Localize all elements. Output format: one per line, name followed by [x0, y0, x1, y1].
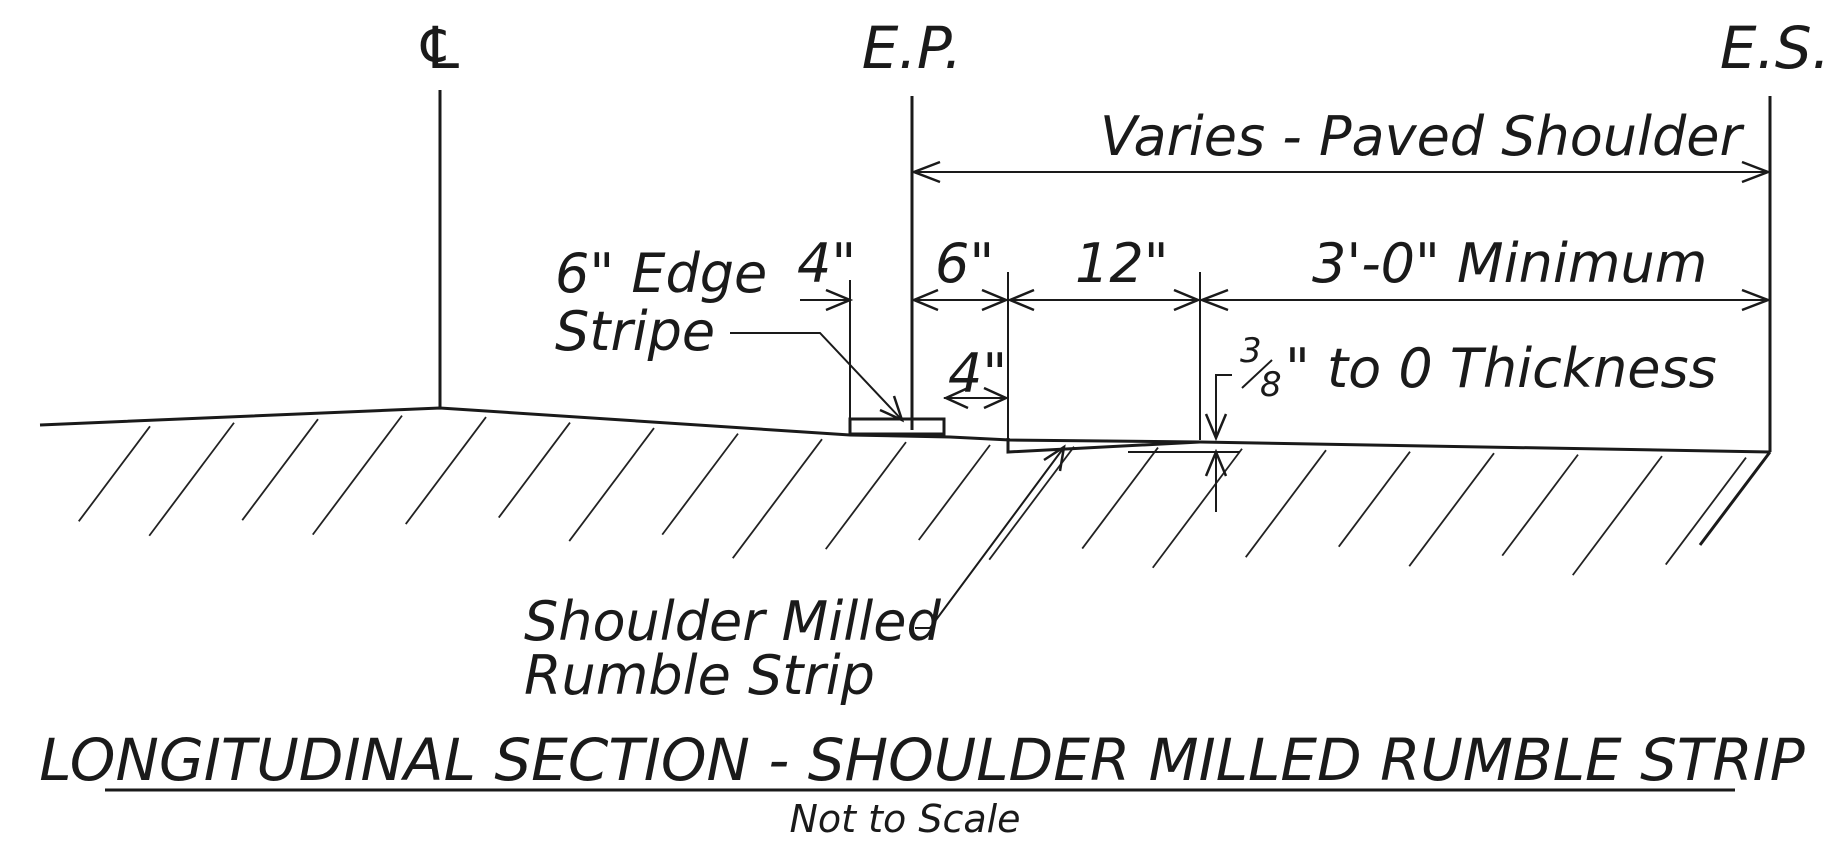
twelve-arrow-right: [1173, 288, 1202, 312]
hatch-line: [1665, 457, 1747, 566]
varies-label: Varies - Paved Shoulder: [1100, 105, 1744, 168]
edge-shoulder-label: E.S.: [1720, 14, 1830, 82]
rumble-strip-groove: [1006, 438, 1201, 454]
ground-hatching: [78, 415, 1747, 576]
drawing-subtitle: Not to Scale: [789, 797, 1020, 841]
hatch-line: [241, 418, 319, 521]
hatch-line: [1572, 455, 1663, 576]
edge-stripe-leader-arrow: [879, 395, 905, 423]
thickness-leader: [1215, 374, 1232, 438]
minimum-arrow-left: [1198, 288, 1229, 312]
hatch-line: [78, 425, 151, 522]
four-low-arrow-left: [942, 386, 969, 410]
edge-stripe-label-2: Stripe: [555, 300, 715, 363]
minimum-label: 3'-0" Minimum: [1312, 232, 1707, 295]
edge-stripe-rect: [848, 417, 946, 436]
thickness-arrow-top: [1204, 413, 1228, 442]
centerline-symbol: ℄: [414, 14, 466, 82]
hatch-line: [1245, 449, 1327, 558]
thickness-label: " to 0 Thickness: [1285, 337, 1717, 400]
thickness-arrow-bottom: [1204, 448, 1228, 477]
six-label: 6": [935, 232, 994, 295]
hatch-line: [568, 427, 655, 542]
hatch-line: [405, 416, 487, 525]
four-top-label: 4": [797, 232, 856, 295]
hatch-line: [661, 433, 739, 536]
rumble-label-1: Shoulder Milled: [524, 590, 941, 653]
hatch-line: [732, 438, 823, 559]
hatch-line: [312, 415, 403, 536]
edge-pavement-label: E.P.: [862, 14, 963, 82]
four-low-arrow-right: [983, 386, 1010, 410]
hatch-line: [148, 422, 235, 537]
ground-surface-line: [39, 406, 1771, 454]
six-arrow-right: [981, 288, 1010, 312]
twelve-label: 12": [1075, 232, 1169, 295]
hatch-line: [1338, 451, 1411, 548]
edge-stripe-leader: [730, 332, 903, 421]
hatch-line: [498, 422, 571, 519]
hatch-line: [1081, 447, 1159, 550]
varies-arrow-left: [910, 160, 941, 184]
hatch-line: [1408, 452, 1495, 567]
edge-stripe-label-1: 6" Edge: [555, 242, 767, 305]
hatch-line: [825, 441, 907, 550]
varies-arrow-right: [1741, 160, 1772, 184]
rumble-label-2: Rumble Strip: [524, 644, 875, 707]
four-low-label: 4": [948, 342, 1007, 405]
minimum-arrow-right: [1741, 288, 1772, 312]
thickness-fraction-bar: [1241, 359, 1273, 389]
thickness-fraction-num: 3: [1240, 331, 1262, 371]
thickness-fraction-den: 8: [1260, 365, 1282, 405]
six-arrow-left: [910, 288, 939, 312]
shoulder-slope-line: [1698, 451, 1772, 546]
hatch-line: [918, 444, 991, 541]
hatch-line: [1501, 454, 1579, 557]
hatch-line: [1152, 448, 1243, 569]
four-top-arrow: [825, 288, 854, 312]
drawing-title: LONGITUDINAL SECTION - SHOULDER MILLED R…: [39, 726, 1804, 794]
rumble-leader-arrow: [1043, 444, 1066, 472]
rumble-leader: [915, 449, 1063, 629]
twelve-arrow-left: [1006, 288, 1035, 312]
